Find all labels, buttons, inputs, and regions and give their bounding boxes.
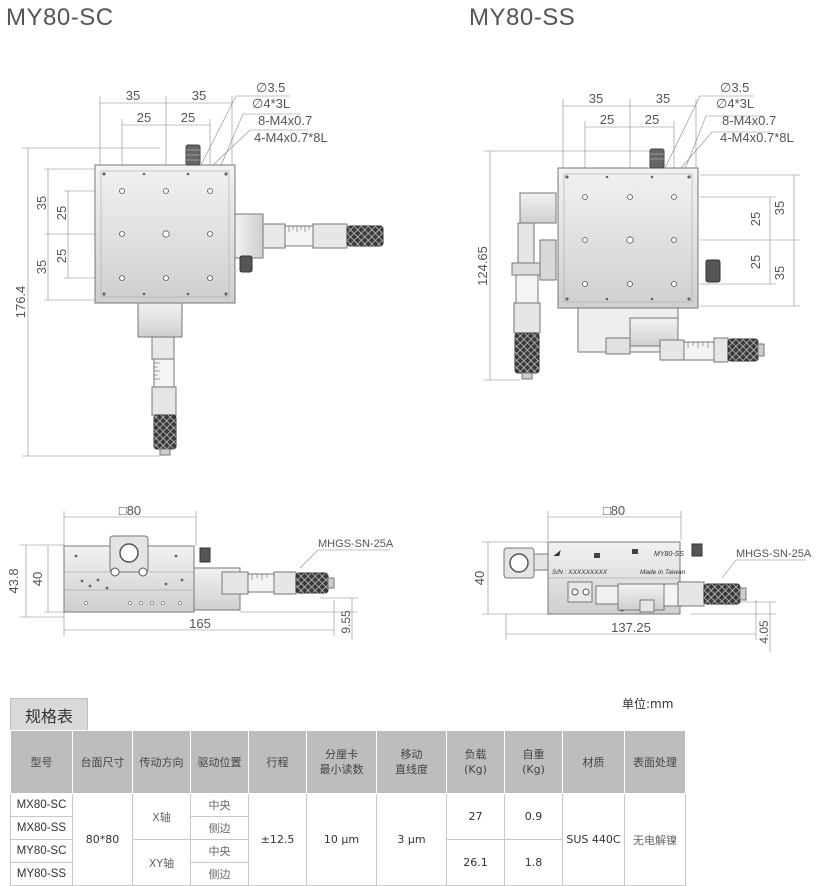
dim-sl-offset: 9.55 bbox=[339, 610, 353, 634]
title-right: MY80-SS bbox=[469, 4, 576, 31]
weight-cell: 1.8 bbox=[504, 839, 563, 886]
table-row: MY80-SS 侧边 bbox=[10, 862, 686, 886]
dim-tr-25a: 25 bbox=[600, 112, 614, 127]
table-row: MY80-SC XY轴 中央 26.1 1.8 bbox=[10, 839, 686, 886]
side-right-view bbox=[482, 511, 806, 652]
callout-tl-4: 4-M4x0.7*8L bbox=[254, 130, 328, 145]
callout-tl-3: 8-M4x0.7 bbox=[258, 113, 312, 128]
dim-tl-v35a: 35 bbox=[34, 196, 49, 210]
col-header: 台面尺寸 bbox=[72, 730, 133, 794]
dim-tl-v35b: 35 bbox=[34, 260, 49, 274]
straightness-cell: 3 μm bbox=[376, 793, 447, 886]
spec-table: 型号 台面尺寸 传动方向 驱动位置 行程 分厘卡 最小读数 移动 直线度 负载 … bbox=[10, 730, 686, 886]
position-cell: 侧边 bbox=[190, 816, 249, 840]
top-right-stage bbox=[511, 148, 765, 380]
callout-tl-2: ∅4*3L bbox=[252, 96, 290, 111]
col-header: 表面处理 bbox=[624, 730, 686, 794]
col-header: 移动 直线度 bbox=[376, 730, 447, 794]
col-header: 负载 (Kg) bbox=[446, 730, 505, 794]
model-cell: MY80-SC bbox=[10, 839, 73, 863]
plate-made: Made in Taiwan bbox=[640, 569, 686, 576]
col-header: 型号 bbox=[10, 730, 73, 794]
callout-tr-4: 4-M4x0.7*8L bbox=[720, 130, 794, 145]
dim-sr-h1: 40 bbox=[472, 571, 487, 585]
dim-tr-v25a: 25 bbox=[748, 212, 763, 226]
col-header: 自重 (Kg) bbox=[504, 730, 563, 794]
position-cell: 中央 bbox=[190, 839, 249, 863]
dim-tr-35b: 35 bbox=[656, 91, 670, 106]
load-cell: 27 bbox=[446, 793, 505, 840]
dim-tl-overall: 176.4 bbox=[13, 286, 28, 319]
plate-model: MY80-SS bbox=[654, 551, 684, 558]
model-cell: MY80-SS bbox=[10, 862, 73, 886]
side-left-dim-text: □80 43.8 40 165 9.55 MHGS-SN-25A bbox=[6, 503, 394, 634]
weight-cell: 0.9 bbox=[504, 793, 563, 840]
col-header: 材质 bbox=[562, 730, 625, 794]
dim-sr-width: □80 bbox=[603, 503, 625, 518]
part-sr: MHGS-SN-25A bbox=[736, 548, 812, 560]
min-reading-cell: 10 μm bbox=[306, 793, 377, 886]
dim-tl-v25b: 25 bbox=[54, 249, 69, 263]
load-cell: 26.1 bbox=[446, 839, 505, 886]
side-right-dim-text: □80 40 137.25 4.05 MHGS-SN-25A bbox=[472, 503, 812, 644]
col-header: 行程 bbox=[248, 730, 307, 794]
plate-sn: S/N : XXXXXXXXX bbox=[552, 569, 608, 576]
dim-tr-overall: 124.65 bbox=[475, 246, 490, 286]
side-left-stage bbox=[63, 535, 335, 613]
axis-cell: X轴 bbox=[132, 793, 191, 840]
top-right-dim-text: 35 35 25 25 25 35 25 35 124.65 ∅3.5 ∅4*3… bbox=[475, 80, 794, 286]
dim-tr-v35b: 35 bbox=[772, 266, 787, 280]
dim-tr-v35a: 35 bbox=[772, 201, 787, 215]
dim-sl-length: 165 bbox=[189, 616, 211, 631]
dim-sr-length: 137.25 bbox=[611, 620, 651, 635]
table-row: MX80-SC 80*80 X轴 中央 ±12.5 10 μm 3 μm 27 … bbox=[10, 793, 686, 886]
col-header: 传动方向 bbox=[132, 730, 191, 794]
callout-tr-1: ∅3.5 bbox=[720, 80, 749, 95]
model-cell: MX80-SC bbox=[10, 793, 73, 817]
dim-sl-h1: 43.8 bbox=[6, 568, 21, 593]
title-left: MY80-SC bbox=[6, 4, 114, 31]
dim-tl-35a: 35 bbox=[126, 88, 140, 103]
callout-tr-3: 8-M4x0.7 bbox=[722, 113, 776, 128]
dim-tr-35a: 35 bbox=[589, 91, 603, 106]
dim-tr-v25b: 25 bbox=[748, 255, 763, 269]
position-cell: 侧边 bbox=[190, 862, 249, 886]
part-sl: MHGS-SN-25A bbox=[318, 538, 394, 550]
brand-mark: ◢ bbox=[553, 550, 561, 557]
side-left-view bbox=[20, 511, 390, 640]
model-cell: MX80-SS bbox=[10, 816, 73, 840]
surface-cell: 无电解镍 bbox=[624, 793, 686, 886]
col-header: 分厘卡 最小读数 bbox=[306, 730, 377, 794]
callout-tl-1: ∅3.5 bbox=[256, 80, 285, 95]
top-left-dim-text: 35 35 25 25 35 25 25 35 176.4 ∅3.5 ∅4*3L… bbox=[13, 80, 328, 318]
dim-sl-h2: 40 bbox=[30, 572, 45, 586]
top-left-stage bbox=[94, 144, 384, 456]
dim-tl-35b: 35 bbox=[192, 88, 206, 103]
dim-tl-v25a: 25 bbox=[54, 206, 69, 220]
dim-sl-width: □80 bbox=[119, 503, 141, 518]
dim-sr-offset: 4.05 bbox=[757, 620, 771, 644]
col-header: 驱动位置 bbox=[190, 730, 249, 794]
spec-header-row: 型号 台面尺寸 传动方向 驱动位置 行程 分厘卡 最小读数 移动 直线度 负载 … bbox=[10, 730, 686, 794]
technical-drawings: 35 35 25 25 35 25 25 35 176.4 ∅3.5 ∅4*3L… bbox=[6, 80, 812, 652]
unit-label: 单位:mm bbox=[622, 697, 674, 711]
material-cell: SUS 440C bbox=[562, 793, 625, 886]
dim-tr-25b: 25 bbox=[645, 112, 659, 127]
table-size-cell: 80*80 bbox=[72, 793, 133, 886]
callout-tr-2: ∅4*3L bbox=[716, 96, 754, 111]
axis-cell: XY轴 bbox=[132, 839, 191, 886]
side-right-stage: ◢ MY80-SS S/N : XXXXXXXXX Made in Taiwan bbox=[503, 541, 747, 615]
position-cell: 中央 bbox=[190, 793, 249, 817]
spec-tab: 规格表 bbox=[10, 698, 88, 730]
dim-tl-25b: 25 bbox=[181, 110, 195, 125]
stroke-cell: ±12.5 bbox=[248, 793, 307, 886]
dim-tl-25a: 25 bbox=[137, 110, 151, 125]
